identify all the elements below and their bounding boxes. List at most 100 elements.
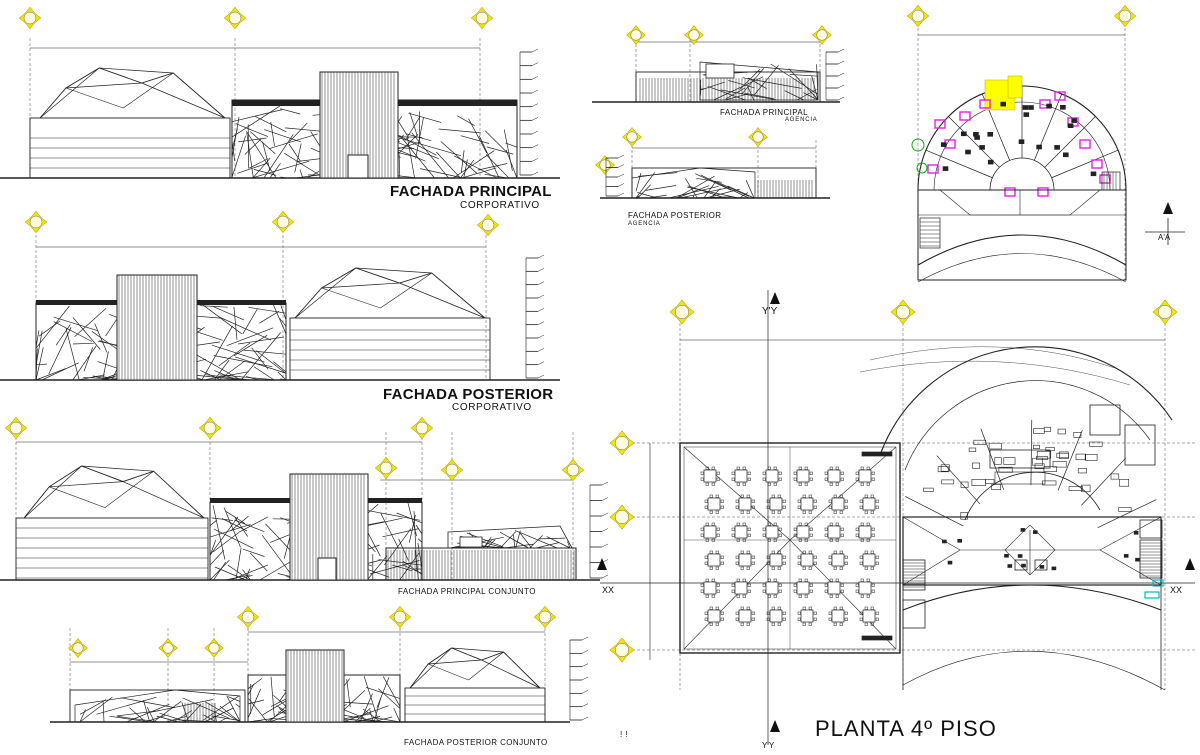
rect [860,500,863,503]
rect [737,467,740,470]
rect [783,562,786,565]
rect [825,472,828,475]
line [582,664,588,667]
rect [801,554,813,566]
axis-xx-right-label: XX [1170,585,1182,595]
rect [712,539,715,542]
rect [783,612,786,615]
bubble-circle [476,12,488,24]
bubble-circle [1119,10,1131,22]
rect [920,218,940,248]
rect [805,595,808,598]
rect [836,483,839,486]
line [636,173,641,191]
line [532,90,538,93]
line [66,83,142,88]
line [280,109,300,114]
line [618,193,624,196]
bubble-circle [567,464,579,476]
line [274,305,287,334]
rect [743,595,746,598]
rect [739,498,751,510]
magenta-furniture [1005,188,1015,196]
rect [1053,461,1066,467]
line [232,117,239,158]
rect [747,623,750,626]
rect [805,539,808,542]
rect [1037,451,1051,458]
rect [872,584,875,587]
rect [840,551,843,554]
rect [1019,140,1024,144]
magenta-furniture [960,112,970,120]
rect [814,562,817,565]
rect [779,528,782,531]
bubble-circle [73,643,84,654]
path [990,158,1054,190]
line [618,155,624,158]
rect [710,511,713,514]
rect [712,467,715,470]
line [482,660,541,688]
rect [841,590,844,593]
line [457,116,474,126]
rect [772,495,775,498]
section-aa-label: A'A [1158,233,1170,242]
line [394,708,400,722]
rect [778,495,781,498]
grid-bubble [627,26,646,45]
line [213,533,239,553]
rect [739,610,751,622]
line [73,343,94,344]
rect [974,440,986,444]
bubble-circle [163,643,174,654]
line [236,124,268,137]
rect [799,539,802,542]
line [383,529,419,537]
rect [1119,508,1131,512]
rect [803,551,806,554]
rect [1124,554,1128,557]
line [618,174,624,177]
rect [721,506,724,509]
rect [829,556,832,559]
bubble-circle [1158,305,1172,319]
rect [732,534,735,537]
line [469,119,487,153]
grid-bubble [237,606,259,628]
bubble-circle [631,30,642,41]
line [232,128,238,149]
line [504,544,534,548]
grid-bubble [749,128,768,147]
line [948,116,999,167]
title-fachada-principal-agencia: FACHADA PRINCIPAL [720,108,808,117]
rect [1047,104,1052,108]
rect [1057,453,1069,458]
rect [717,584,720,587]
line [259,311,279,323]
rect [867,523,870,526]
plan-agencia [907,5,1185,282]
rect [856,590,859,593]
rect [717,534,720,537]
bubble-circle [817,30,828,41]
bubble-circle [627,132,638,143]
rect [1021,528,1025,531]
rect [706,523,709,526]
rect [841,534,844,537]
rect [1024,113,1029,117]
rect [783,618,786,621]
rect [766,582,778,594]
bubble-circle [30,216,42,228]
rect [763,534,766,537]
rect [768,579,771,582]
line [213,505,225,559]
rect [825,528,828,531]
line [532,76,538,79]
grid-bubble [159,639,178,658]
rect [763,478,766,481]
line [409,113,441,122]
rect [973,463,980,468]
rect [1078,468,1086,473]
line [126,704,169,722]
